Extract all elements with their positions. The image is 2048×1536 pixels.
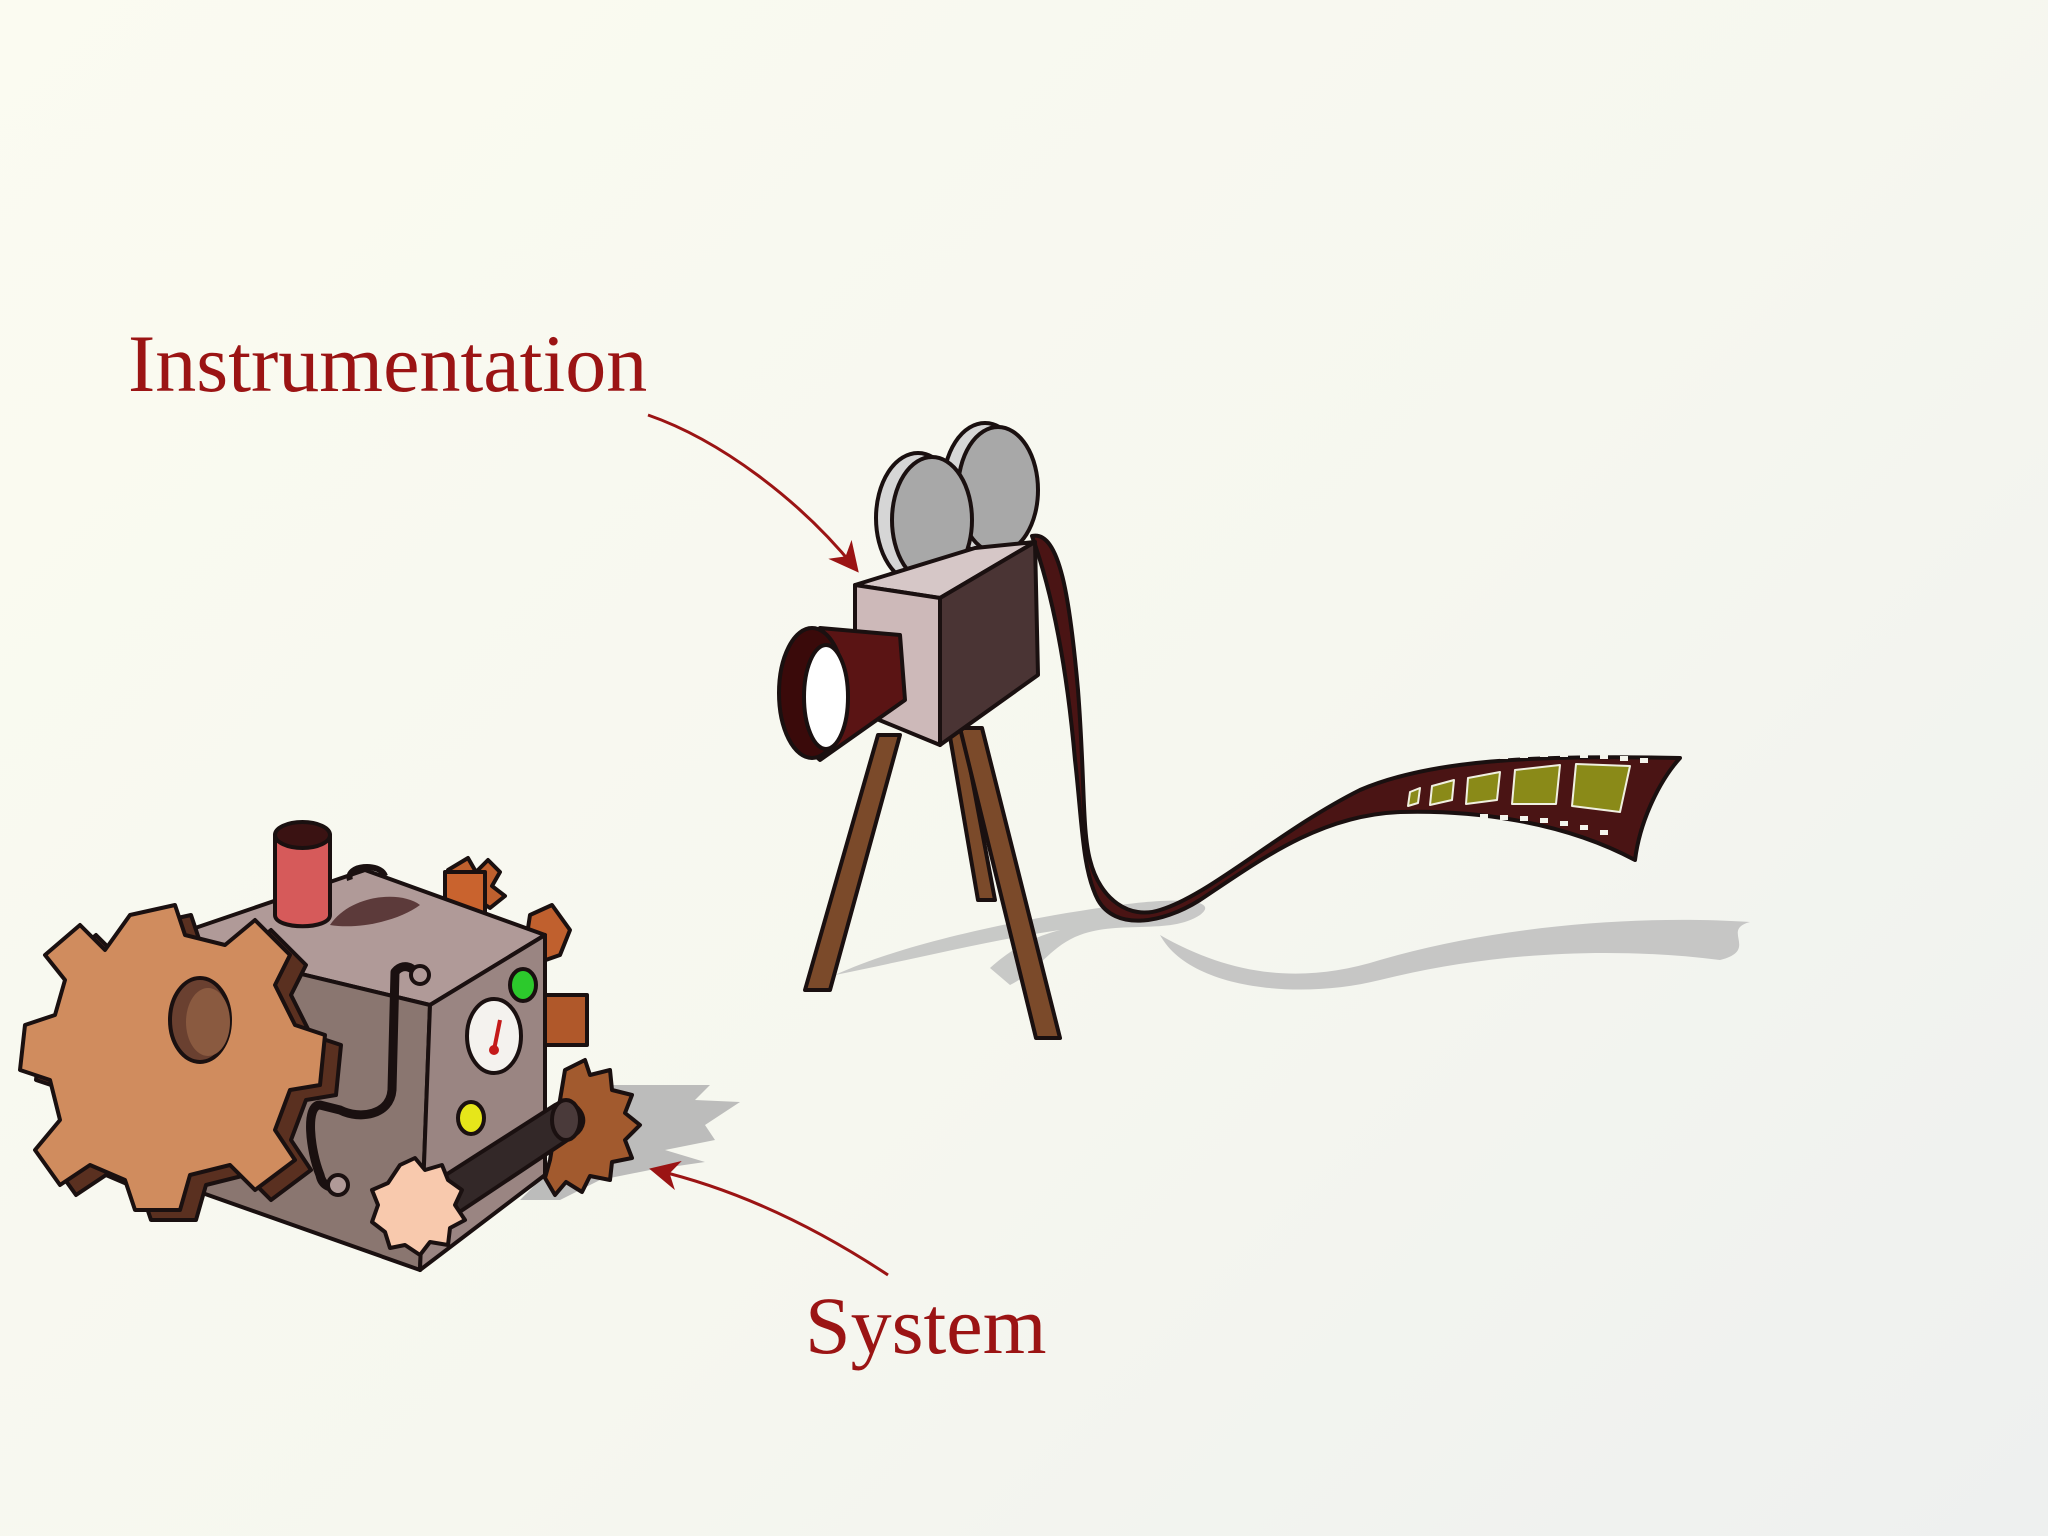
medium-gear	[543, 1058, 642, 1197]
film-strip-icon	[1030, 533, 1682, 923]
instrumentation-arrow	[647, 413, 859, 573]
system-label: System	[805, 1280, 1046, 1371]
steam-machine-icon	[18, 820, 642, 1272]
green-light	[508, 967, 538, 1003]
movie-camera-icon	[777, 421, 1040, 762]
gauge-pivot	[489, 1045, 499, 1055]
arrows	[647, 413, 889, 1277]
pipe-end-top	[409, 964, 431, 986]
small-gear	[370, 1156, 467, 1257]
yellow-light	[456, 1100, 486, 1136]
camera-lens-glass	[802, 643, 850, 751]
large-gear	[18, 903, 327, 1212]
film-frame-4	[1511, 764, 1561, 805]
instrumentation-label: Instrumentation	[128, 318, 647, 409]
tripod	[803, 723, 1062, 1040]
machine-top-hole	[330, 896, 420, 927]
back-block-2	[543, 993, 589, 1047]
tripod-leg-right	[958, 726, 1062, 1040]
film-frames	[1407, 763, 1631, 813]
chimney	[273, 833, 332, 929]
crank-end	[550, 1098, 582, 1142]
camera-side-face	[938, 540, 1040, 747]
chimney-top	[273, 820, 332, 850]
pressure-gauge	[465, 997, 523, 1075]
shadows	[520, 900, 1750, 1200]
camera-shadow	[835, 900, 1206, 985]
film-frame-1	[1407, 787, 1421, 807]
film-frame-2	[1429, 779, 1455, 806]
large-gear-hole-inner	[186, 988, 230, 1056]
pipe-end-bottom	[326, 1173, 350, 1197]
machine-pipe	[306, 962, 425, 1192]
film-ribbon	[1030, 533, 1682, 923]
film-frame-5	[1571, 763, 1631, 813]
system-arrow	[649, 1160, 889, 1277]
film-frame-3	[1465, 771, 1501, 805]
tripod-leg-left	[803, 733, 902, 992]
film-sprockets	[1480, 752, 1648, 835]
film-shadow	[1160, 919, 1750, 990]
gauge-needle	[492, 1019, 502, 1051]
top-handle	[346, 863, 388, 881]
